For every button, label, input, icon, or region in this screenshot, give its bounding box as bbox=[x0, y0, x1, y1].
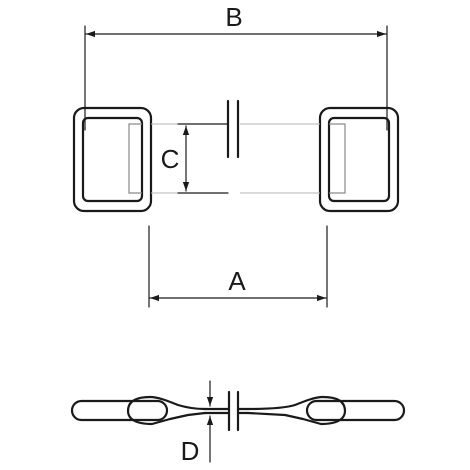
right-ring-side bbox=[305, 399, 406, 422]
dimension-b-label: B bbox=[225, 2, 242, 32]
dimension-d: D bbox=[181, 380, 214, 466]
top-view: B C A bbox=[72, 2, 400, 308]
dimension-c: C bbox=[161, 123, 229, 194]
dimension-a: A bbox=[148, 225, 328, 308]
dimension-a-label: A bbox=[228, 266, 246, 296]
side-break-symbol bbox=[227, 390, 240, 432]
break-symbol bbox=[226, 99, 240, 159]
right-strap-loop bbox=[246, 395, 347, 426]
left-ring-side bbox=[70, 399, 169, 422]
dimension-d-label: D bbox=[181, 436, 200, 466]
dimension-b: B bbox=[84, 2, 388, 131]
right-strap-upper bbox=[246, 395, 325, 411]
right-ring bbox=[318, 106, 400, 213]
dimension-c-label: C bbox=[161, 144, 180, 174]
left-strap-upper bbox=[148, 395, 207, 411]
left-strap-loop bbox=[126, 395, 207, 426]
side-view: D bbox=[70, 380, 406, 466]
left-ring bbox=[72, 106, 153, 213]
strap-ends bbox=[128, 123, 346, 194]
